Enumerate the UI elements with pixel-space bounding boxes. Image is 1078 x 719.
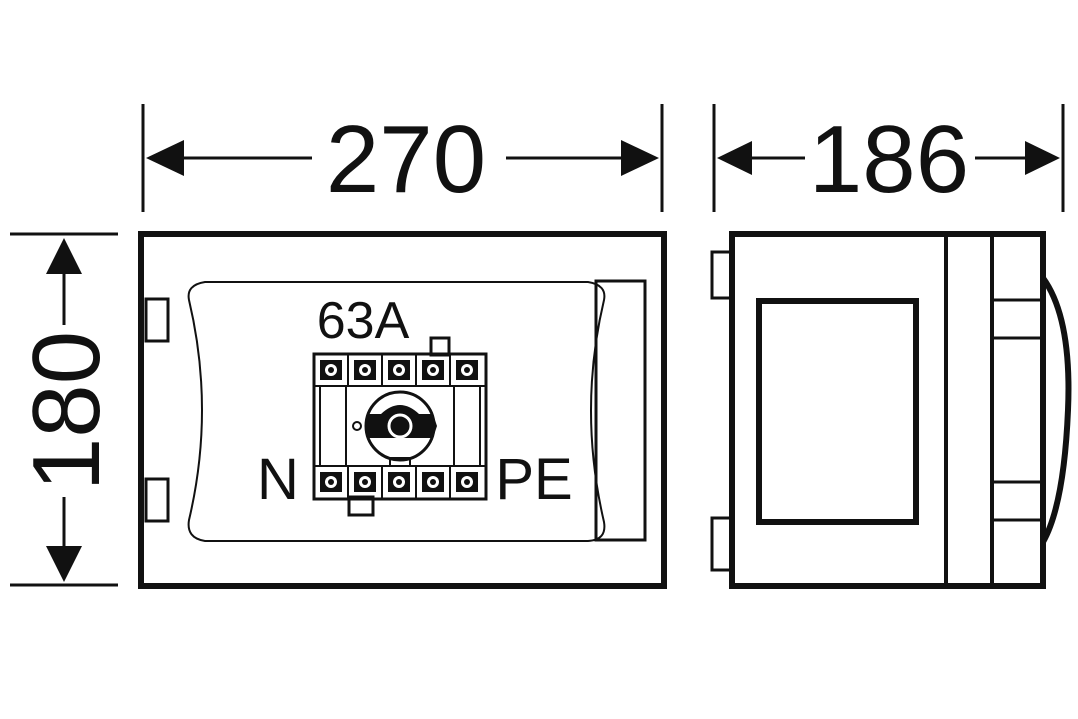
- front-hinge-top: [144, 297, 170, 343]
- side-handle-curve: [1040, 276, 1072, 544]
- height-dimension: 180: [10, 232, 120, 587]
- side-hinge-top: [710, 250, 734, 300]
- front-hinge-bottom: [144, 477, 170, 523]
- terminal-row-top: [320, 354, 478, 386]
- neutral-label: N: [257, 447, 299, 512]
- depth-arrow-left-icon: [717, 141, 752, 175]
- front-latch: [594, 279, 647, 542]
- switch-body: [312, 352, 488, 501]
- isolator-switch: [312, 336, 488, 517]
- earth-label: PE: [495, 447, 572, 512]
- front-view: 63A: [138, 231, 667, 589]
- front-window: [187, 281, 606, 542]
- side-view: [710, 231, 1072, 589]
- rotary-handle-icon: [352, 390, 437, 462]
- width-dimension: 270: [141, 104, 664, 213]
- switch-indicator-tab: [389, 457, 411, 467]
- depth-dimension: 186: [712, 104, 1065, 213]
- height-arrow-top-icon: [46, 238, 82, 274]
- front-enclosure-outline: [138, 231, 667, 589]
- switch-bottom-clip: [347, 495, 375, 517]
- side-hinge-bottom: [710, 516, 734, 572]
- width-arrow-right-icon: [621, 140, 659, 176]
- switch-top-clip: [429, 336, 451, 357]
- height-arrow-bottom-icon: [46, 546, 82, 582]
- rating-label: 63A: [317, 292, 410, 350]
- side-label-window: [756, 298, 919, 525]
- width-value: 270: [326, 106, 486, 213]
- terminal-row-bottom: [320, 466, 478, 499]
- side-enclosure-outline: [729, 231, 1046, 589]
- width-arrow-left-icon: [146, 140, 184, 176]
- depth-arrow-right-icon: [1025, 141, 1060, 175]
- height-value: 180: [13, 331, 120, 491]
- depth-value: 186: [809, 106, 969, 213]
